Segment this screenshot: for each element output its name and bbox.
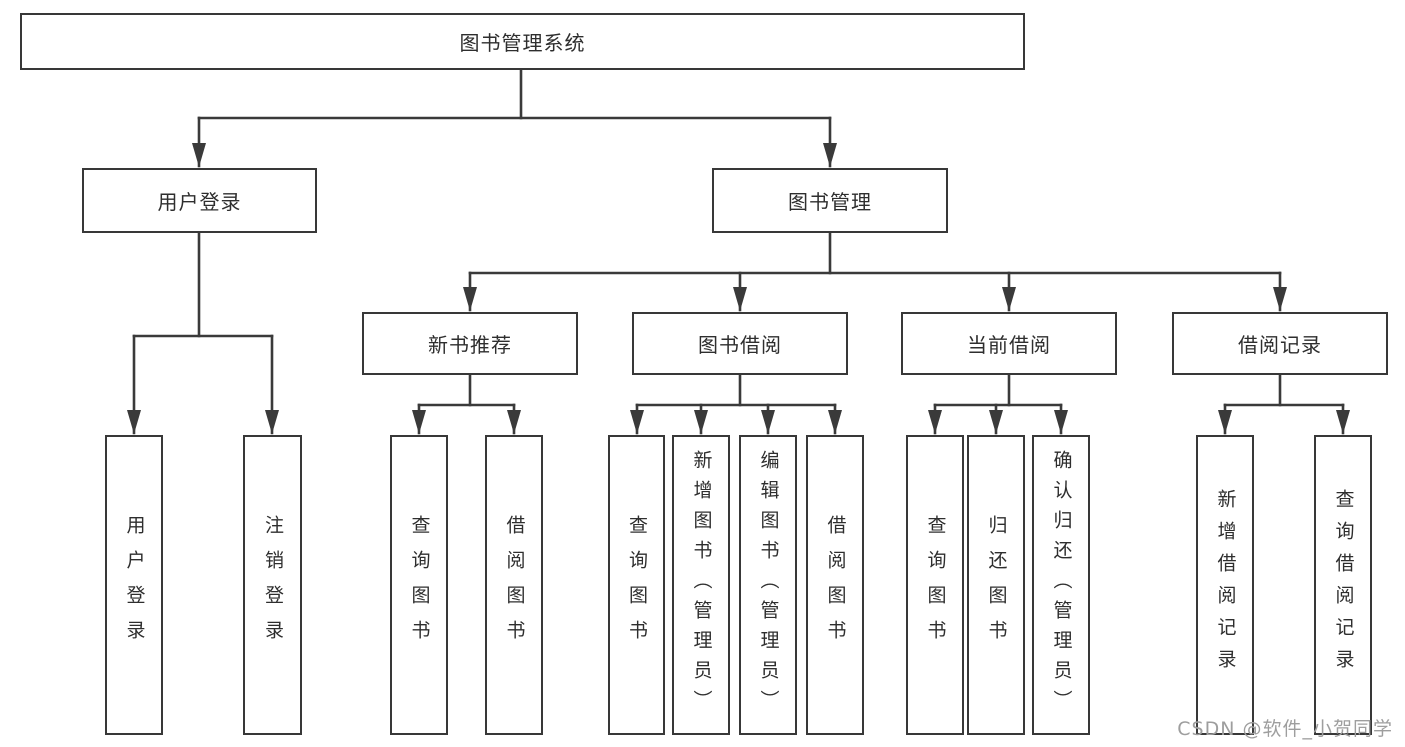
node-leaf-borrow-book-1: 借阅图书: [485, 435, 543, 735]
node-leaf-return-book: 归还图书: [967, 435, 1025, 735]
node-leaf-confirm-return: 确认归还（管理员）: [1032, 435, 1090, 735]
node-new-book-rec: 新书推荐: [362, 312, 578, 375]
node-leaf-edit-book: 编辑图书（管理员）: [739, 435, 797, 735]
node-leaf-query-book-2: 查询图书: [608, 435, 665, 735]
csdn-watermark: CSDN @软件_小贺同学: [1177, 718, 1393, 740]
node-book-mgmt: 图书管理: [712, 168, 948, 233]
node-root: 图书管理系统: [20, 13, 1025, 70]
node-leaf-add-record: 新增借阅记录: [1196, 435, 1254, 735]
node-leaf-borrow-book-2: 借阅图书: [806, 435, 864, 735]
node-current-borrow: 当前借阅: [901, 312, 1117, 375]
node-borrow-record: 借阅记录: [1172, 312, 1388, 375]
node-leaf-add-book: 新增图书（管理员）: [672, 435, 730, 735]
node-book-borrow: 图书借阅: [632, 312, 848, 375]
node-leaf-user-login: 用户登录: [105, 435, 163, 735]
node-leaf-query-record: 查询借阅记录: [1314, 435, 1372, 735]
node-user-login: 用户登录: [82, 168, 317, 233]
node-leaf-query-book-1: 查询图书: [390, 435, 448, 735]
node-leaf-logout: 注销登录: [243, 435, 302, 735]
node-leaf-query-book-3: 查询图书: [906, 435, 964, 735]
